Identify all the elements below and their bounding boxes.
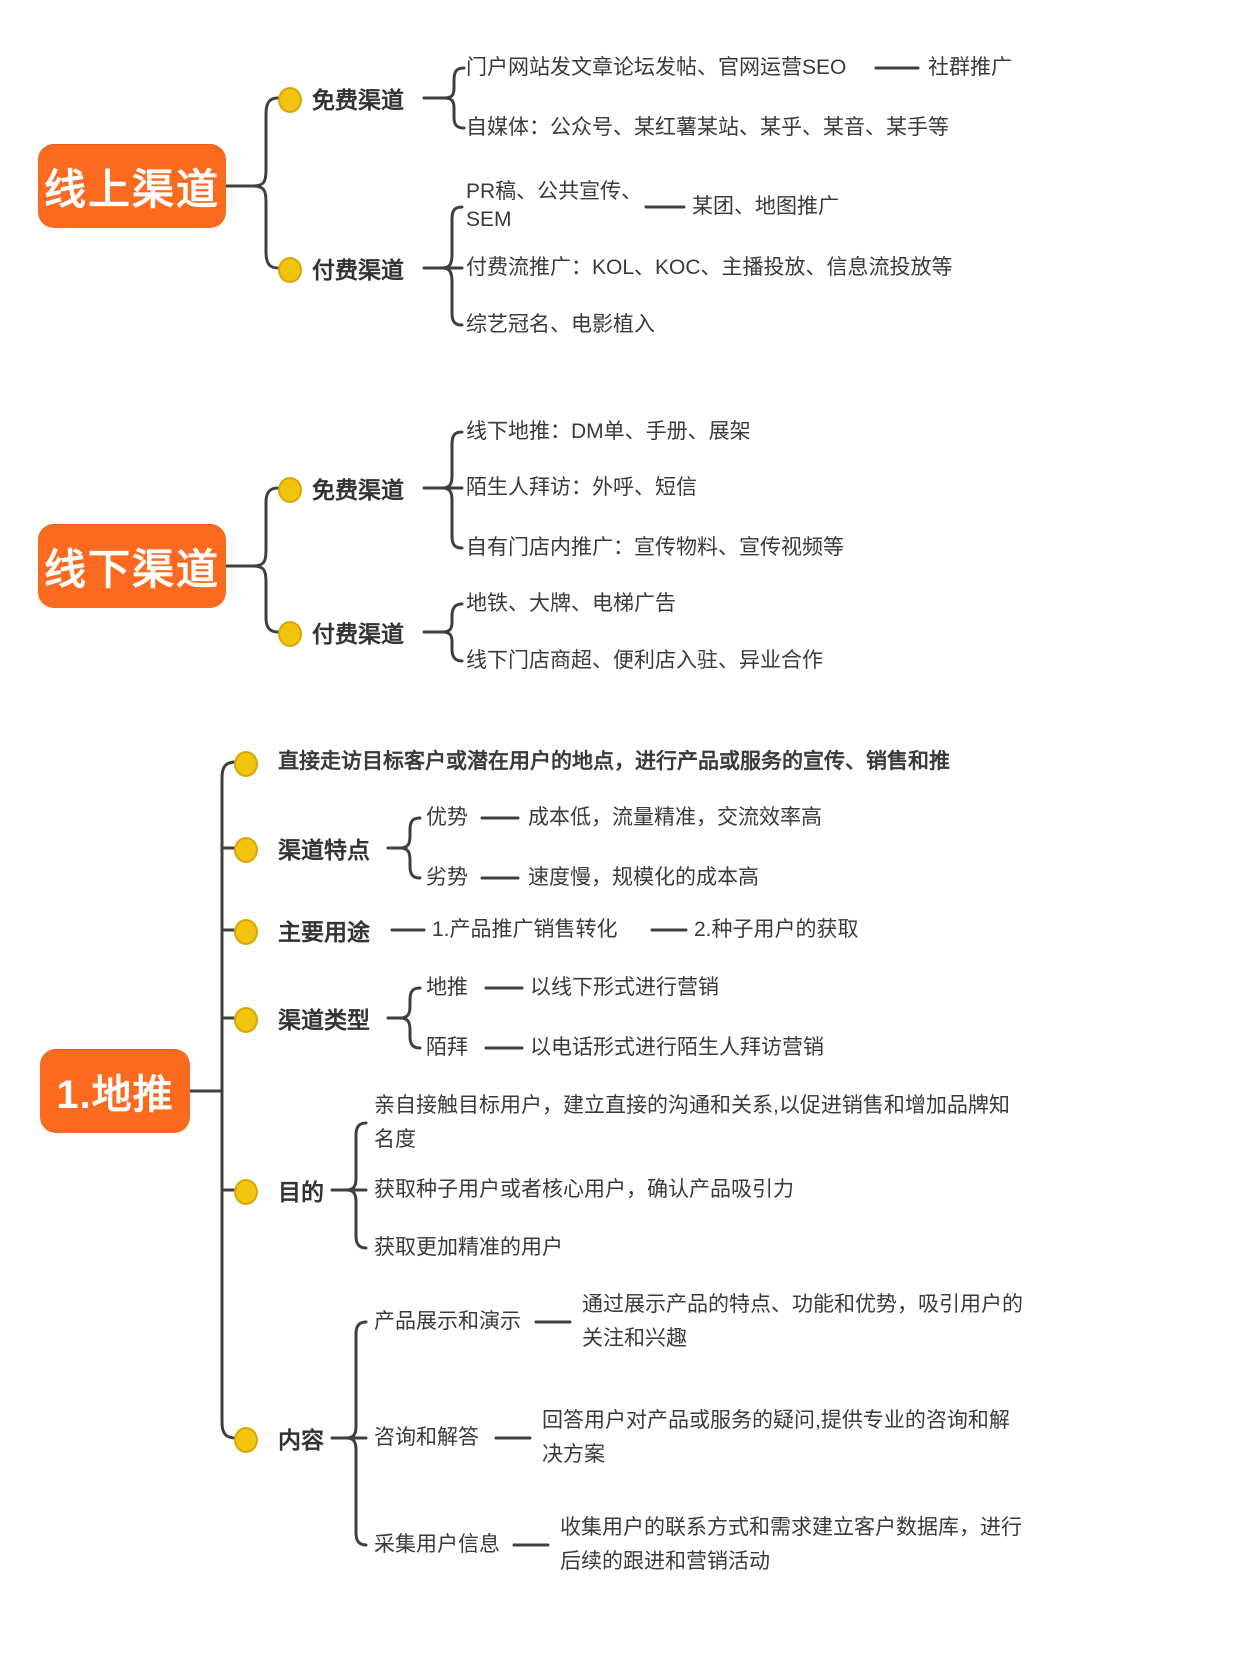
node-online-free-c1-sub[interactable]: 社群推广 bbox=[928, 56, 1012, 79]
topic-box-offline-label: 线下渠道 bbox=[43, 545, 220, 593]
node-ditui-use2[interactable]: 2.种子用户的获取 bbox=[694, 918, 859, 941]
node-offline-paid-c2[interactable]: 线下门店商超、便利店入驻、异业合作 bbox=[466, 649, 823, 672]
node-ditui-adv-label[interactable]: 优势 bbox=[426, 806, 468, 829]
node-ditui-content2-label[interactable]: 咨询和解答 bbox=[374, 1426, 479, 1449]
topic-dot-icon bbox=[234, 1179, 258, 1205]
node-ditui-dis-label[interactable]: 劣势 bbox=[426, 866, 468, 889]
branch-online-paid[interactable]: 付费渠道 bbox=[312, 257, 404, 283]
node-offline-paid-c1[interactable]: 地铁、大牌、电梯广告 bbox=[466, 592, 676, 615]
node-ditui-intro[interactable]: 直接走访目标客户或潜在用户的地点，进行产品或服务的宣传、销售和推 bbox=[278, 750, 950, 773]
node-ditui-content3-text[interactable]: 收集用户的联系方式和需求建立客户数据库，进行 后续的跟进和营销活动 bbox=[560, 1516, 1022, 1573]
branch-online-free[interactable]: 免费渠道 bbox=[312, 87, 404, 113]
node-online-paid-c1-sub[interactable]: 某团、地图推广 bbox=[692, 195, 839, 218]
topic-dot-icon bbox=[278, 87, 302, 113]
branch-offline-free[interactable]: 免费渠道 bbox=[312, 477, 404, 503]
node-ditui-dis-text[interactable]: 速度慢，规模化的成本高 bbox=[528, 866, 759, 889]
node-ditui-content1-label[interactable]: 产品展示和演示 bbox=[374, 1310, 521, 1333]
topic-box-ditui[interactable]: 1.地推 bbox=[40, 1049, 190, 1133]
topic-dot-icon bbox=[234, 1007, 258, 1033]
node-ditui-content1-text[interactable]: 通过展示产品的特点、功能和优势，吸引用户的 关注和兴趣 bbox=[582, 1293, 1023, 1350]
branch-ditui-types[interactable]: 渠道类型 bbox=[278, 1007, 370, 1033]
branch-ditui-goals[interactable]: 目的 bbox=[278, 1179, 324, 1205]
node-ditui-type1-text[interactable]: 以线下形式进行营销 bbox=[530, 976, 719, 999]
node-offline-free-c3[interactable]: 自有门店内推广：宣传物料、宣传视频等 bbox=[466, 536, 844, 559]
node-ditui-type1-label[interactable]: 地推 bbox=[426, 976, 468, 999]
topic-dot-icon bbox=[234, 751, 258, 777]
node-ditui-use1[interactable]: 1.产品推广销售转化 bbox=[432, 918, 618, 941]
node-offline-free-c2[interactable]: 陌生人拜访：外呼、短信 bbox=[466, 476, 697, 499]
topic-dot-icon bbox=[278, 621, 302, 647]
node-ditui-type2-label[interactable]: 陌拜 bbox=[426, 1036, 468, 1059]
topic-dot-icon bbox=[234, 919, 258, 945]
branch-offline-paid[interactable]: 付费渠道 bbox=[312, 621, 404, 647]
topic-dot-icon bbox=[234, 837, 258, 863]
node-offline-free-c1[interactable]: 线下地推：DM单、手册、展架 bbox=[466, 420, 751, 443]
node-ditui-content2-text[interactable]: 回答用户对产品或服务的疑问,提供专业的咨询和解 决方案 bbox=[542, 1409, 1010, 1466]
node-ditui-goal1[interactable]: 亲自接触目标用户，建立直接的沟通和关系,以促进销售和增加品牌知 名度 bbox=[374, 1094, 1010, 1151]
node-online-paid-c1[interactable]: PR稿、公共宣传、 SEM bbox=[466, 180, 643, 231]
node-online-free-c1[interactable]: 门户网站发文章论坛发帖、官网运营SEO bbox=[466, 56, 847, 79]
branch-ditui-content[interactable]: 内容 bbox=[278, 1427, 324, 1453]
node-ditui-goal3[interactable]: 获取更加精准的用户 bbox=[374, 1236, 563, 1259]
topic-box-online-label: 线上渠道 bbox=[43, 165, 220, 213]
node-online-paid-c3[interactable]: 综艺冠名、电影植入 bbox=[466, 313, 655, 336]
topic-dot-icon bbox=[278, 257, 302, 283]
node-ditui-type2-text[interactable]: 以电话形式进行陌生人拜访营销 bbox=[530, 1036, 824, 1059]
topic-dot-icon bbox=[278, 477, 302, 503]
node-ditui-content3-label[interactable]: 采集用户信息 bbox=[374, 1533, 500, 1556]
node-ditui-adv-text[interactable]: 成本低，流量精准，交流效率高 bbox=[528, 806, 822, 829]
node-online-paid-c2[interactable]: 付费流推广：KOL、KOC、主播投放、信息流投放等 bbox=[466, 256, 953, 279]
node-online-free-c2[interactable]: 自媒体：公众号、某红薯某站、某乎、某音、某手等 bbox=[466, 116, 949, 139]
topic-box-offline[interactable]: 线下渠道 bbox=[38, 524, 226, 608]
branch-ditui-features[interactable]: 渠道特点 bbox=[278, 837, 370, 863]
node-ditui-goal2[interactable]: 获取种子用户或者核心用户，确认产品吸引力 bbox=[374, 1178, 794, 1201]
topic-box-online[interactable]: 线上渠道 bbox=[38, 144, 226, 228]
branch-ditui-uses[interactable]: 主要用途 bbox=[278, 919, 370, 945]
topic-dot-icon bbox=[234, 1427, 258, 1453]
topic-box-ditui-label: 1.地推 bbox=[56, 1073, 174, 1117]
